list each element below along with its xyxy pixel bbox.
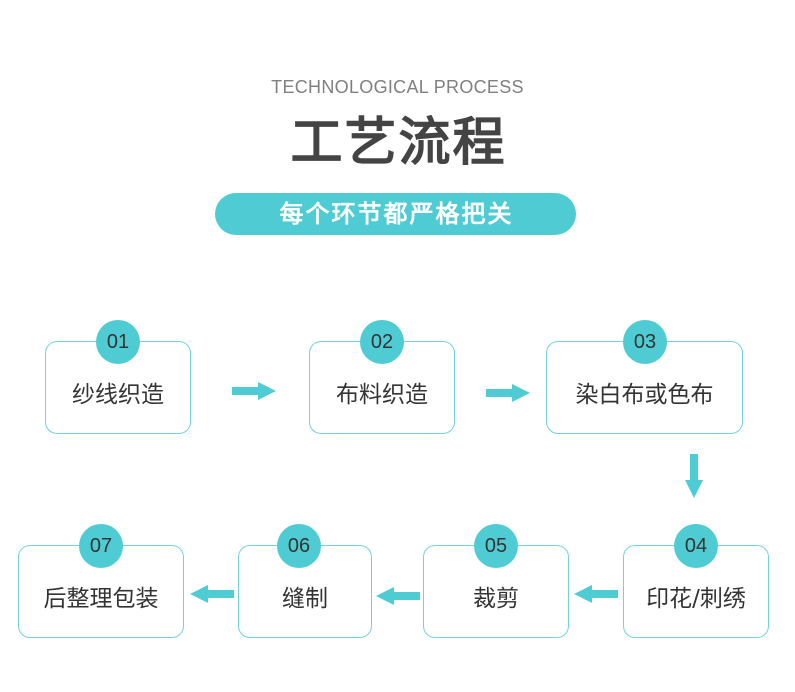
step-number-badge: 06: [277, 524, 321, 568]
step-label: 印花/刺绣: [646, 585, 746, 612]
step-number-badge: 02: [360, 320, 404, 364]
arrow-left-icon: [574, 585, 618, 603]
process-step-03: 染白布或色布 03: [546, 320, 743, 434]
step-number-badge: 03: [623, 320, 667, 364]
step-number-badge: 07: [79, 524, 123, 568]
step-number-badge: 05: [474, 524, 518, 568]
arrow-right-icon: [232, 382, 276, 400]
step-label: 纱线织造: [72, 381, 164, 408]
arrow-right-icon: [486, 384, 530, 402]
process-step-07: 后整理包装 07: [18, 524, 184, 638]
process-step-01: 纱线织造 01: [45, 320, 191, 434]
step-number-badge: 01: [96, 320, 140, 364]
step-label: 染白布或色布: [575, 381, 714, 408]
arrow-left-icon: [376, 587, 420, 605]
process-step-02: 布料织造 02: [309, 320, 455, 434]
tagline-pill: 每个环节都严格把关: [215, 193, 576, 235]
step-label: 后整理包装: [43, 585, 159, 612]
step-label: 缝制: [282, 585, 328, 612]
process-step-04: 印花/刺绣 04: [623, 524, 769, 638]
step-label: 布料织造: [336, 381, 428, 408]
step-number-badge: 04: [674, 524, 718, 568]
arrow-down-icon: [685, 454, 703, 498]
arrow-left-icon: [190, 585, 234, 603]
process-step-05: 裁剪 05: [423, 524, 569, 638]
step-box: 染白布或色布: [546, 341, 743, 434]
subtitle-en: TECHNOLOGICAL PROCESS: [271, 77, 524, 97]
step-label: 裁剪: [473, 585, 519, 612]
process-step-06: 缝制 06: [238, 524, 372, 638]
page-title: 工艺流程: [290, 113, 507, 173]
